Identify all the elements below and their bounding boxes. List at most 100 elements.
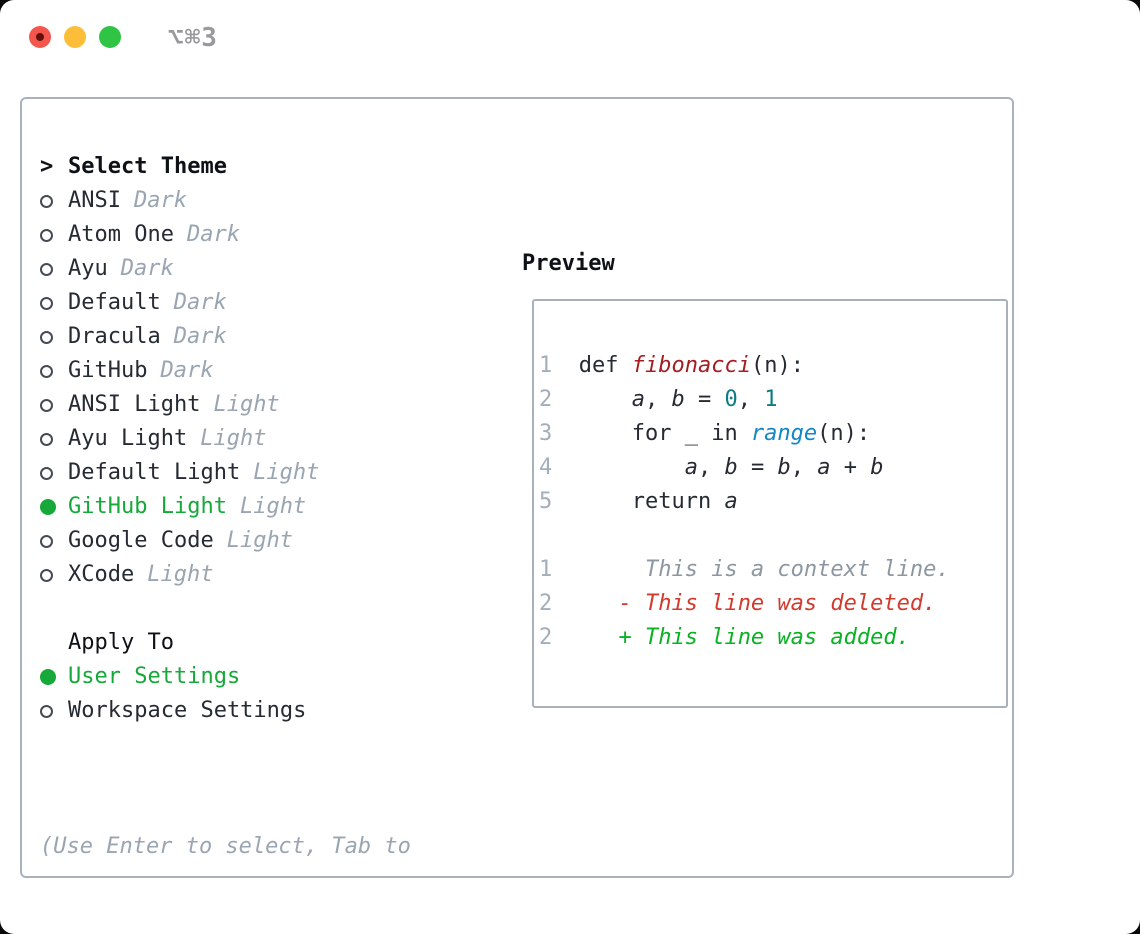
radio-unselected-icon: [40, 228, 53, 242]
token-var: a: [724, 489, 738, 514]
close-button[interactable]: [29, 26, 51, 48]
token-var: a: [631, 387, 645, 412]
line-number: 1: [539, 353, 579, 378]
token-func: fibonacci: [631, 353, 751, 378]
token-var: a: [684, 455, 698, 480]
radio-unselected-icon: [40, 194, 53, 208]
token-fg: [579, 387, 632, 412]
theme-option-variant-tag: Dark: [160, 358, 214, 383]
apply-to-header-row: Apply To: [40, 626, 500, 660]
preview-title: Preview: [522, 251, 615, 276]
token-del: - This line was deleted.: [578, 591, 937, 616]
diff-line: 2 + This line was added.: [539, 621, 1006, 655]
theme-option[interactable]: Ayu Light Light: [40, 422, 500, 456]
token-numlit: 0: [724, 387, 738, 412]
radio-unselected-icon: [40, 704, 53, 718]
theme-option-label: GitHub: [68, 358, 148, 383]
apply-to-option-label: Workspace Settings: [68, 698, 307, 723]
theme-option-variant-tag: Dark: [120, 256, 174, 281]
token-fg: [579, 455, 685, 480]
theme-option-variant-tag: Light: [239, 494, 307, 519]
token-var: b: [777, 455, 791, 480]
code-line: 5 return a: [539, 485, 1006, 519]
theme-option-label: Default: [68, 290, 161, 315]
help-line-1: (Use Enter to select, Tab to: [40, 834, 411, 859]
minimize-button[interactable]: [64, 26, 86, 48]
token-fg: ,: [697, 455, 725, 480]
theme-option-label: Default Light: [68, 460, 241, 485]
line-number: 3: [539, 421, 579, 446]
theme-option-label: XCode: [68, 562, 135, 587]
diff-line: 2 - This line was deleted.: [539, 587, 1006, 621]
zoom-button[interactable]: [99, 26, 121, 48]
diff-line: 1 This is a context line.: [539, 553, 1006, 587]
select-theme-title: Select Theme: [68, 154, 227, 179]
apply-to-title: Apply To: [68, 630, 174, 655]
theme-option-variant-tag: Dark: [173, 324, 227, 349]
line-number: 2: [539, 387, 579, 412]
token-var: b: [671, 387, 685, 412]
radio-unselected-icon: [40, 568, 53, 582]
token-ctx: This is a context line.: [578, 557, 950, 582]
apply-to-option[interactable]: Workspace Settings: [40, 694, 500, 728]
theme-option-variant-tag: Light: [213, 392, 280, 417]
titlebar: ⌥⌘3: [0, 0, 1140, 70]
token-fg: =: [737, 455, 778, 480]
token-blue: range: [750, 421, 818, 446]
theme-option-label: Atom One: [68, 222, 174, 247]
line-number: 5: [539, 489, 579, 514]
theme-option-variant-tag: Light: [226, 528, 293, 553]
token-fg: (n):: [817, 421, 871, 446]
theme-option-variant-tag: Dark: [133, 188, 187, 213]
theme-option-variant-tag: Light: [200, 426, 267, 451]
token-fg: return: [578, 489, 725, 514]
token-numlit: 1: [764, 387, 778, 412]
apply-to-option-label: User Settings: [68, 664, 241, 689]
token-var: a: [817, 455, 831, 480]
token-fg: def: [578, 353, 632, 378]
code-line: 4 a, b = b, a + b: [539, 451, 1006, 485]
theme-option-variant-tag: Dark: [186, 222, 240, 247]
theme-option[interactable]: GitHub Dark: [40, 354, 500, 388]
line-number: [539, 523, 579, 548]
radio-unselected-icon: [40, 364, 53, 378]
token-fg: ,: [790, 455, 818, 480]
help-text: (Use Enter to select, Tab to change focu…: [40, 762, 500, 934]
line-number: 1: [539, 557, 579, 582]
line-number: 2: [539, 591, 579, 616]
token-var: b: [724, 455, 738, 480]
token-fg: (n):: [750, 353, 804, 378]
blank-line: [539, 519, 1006, 553]
token-fg: ,: [644, 387, 672, 412]
radio-unselected-icon: [40, 432, 53, 446]
token-var: b: [870, 455, 884, 480]
theme-option[interactable]: Default Dark: [40, 286, 500, 320]
apply-to-option[interactable]: User Settings: [40, 660, 500, 694]
token-fg: +: [830, 455, 871, 480]
theme-option[interactable]: Atom One Dark: [40, 218, 500, 252]
select-theme-header-row: > Select Theme: [40, 150, 500, 184]
code-line: 2 a, b = 0, 1: [539, 383, 1006, 417]
prompt-icon: >: [40, 154, 54, 179]
theme-option-variant-tag: Dark: [173, 290, 227, 315]
radio-unselected-icon: [40, 398, 53, 412]
code-line: 3 for _ in range(n):: [539, 417, 1006, 451]
token-fg: for _ in: [578, 421, 751, 446]
theme-option-label: Ayu Light: [68, 426, 188, 451]
token-add: + This line was added.: [578, 625, 910, 650]
